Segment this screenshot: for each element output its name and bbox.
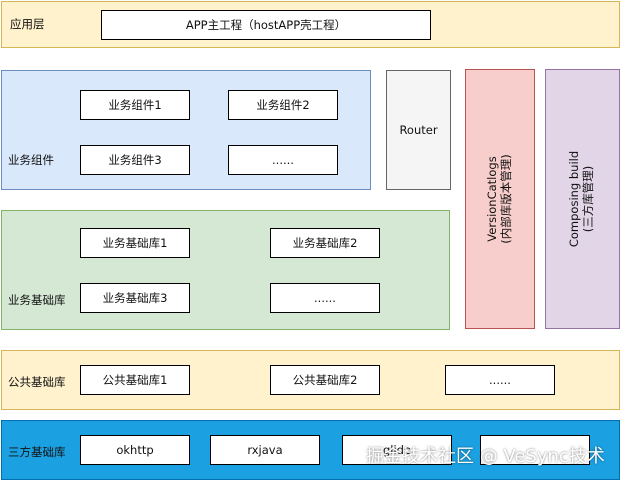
version-catalogs-title: VersionCatlogs: [485, 156, 499, 242]
third-party-empty-box: [480, 435, 590, 465]
composing-build-block: [545, 69, 620, 329]
composing-build-label: Composing build (三方库管理): [567, 109, 597, 289]
business-component-layer-label: 业务组件: [8, 153, 54, 167]
business-component-2: 业务组件2: [228, 90, 338, 120]
business-base-layer-label: 业务基础库: [8, 293, 66, 307]
business-base-lib-more: ......: [270, 283, 380, 313]
business-component-1: 业务组件1: [80, 90, 190, 120]
public-base-lib-more: ......: [445, 365, 555, 395]
business-base-lib-3: 业务基础库3: [80, 283, 190, 313]
composing-build-subtitle: (三方库管理): [581, 165, 595, 233]
version-catalogs-block: [465, 69, 535, 329]
okhttp-box: okhttp: [80, 435, 190, 465]
business-component-3: 业务组件3: [80, 145, 190, 175]
business-base-lib-2: 业务基础库2: [270, 228, 380, 258]
business-base-layer: [1, 210, 450, 330]
glide-box: glide: [342, 435, 452, 465]
watermark: 掘金技术社区 @ VeSync技术: [366, 446, 605, 467]
public-base-layer-label: 公共基础库: [8, 375, 66, 389]
router-label: Router: [399, 123, 438, 137]
public-base-lib-2: 公共基础库2: [270, 365, 380, 395]
router-block: Router: [386, 70, 451, 190]
version-catalogs-label: VersionCatlogs (内部库版本管理): [485, 109, 515, 289]
composing-build-title: Composing build: [567, 150, 581, 248]
rxjava-box: rxjava: [210, 435, 320, 465]
app-layer-label: 应用层: [10, 17, 45, 31]
public-base-lib-1: 公共基础库1: [80, 365, 190, 395]
app-main-project-box: APP主工程（hostAPP壳工程）: [101, 10, 431, 40]
version-catalogs-subtitle: (内部库版本管理): [499, 154, 513, 244]
third-party-layer-label: 三方基础库: [8, 445, 66, 459]
business-component-more: ......: [228, 145, 338, 175]
business-base-lib-1: 业务基础库1: [80, 228, 190, 258]
